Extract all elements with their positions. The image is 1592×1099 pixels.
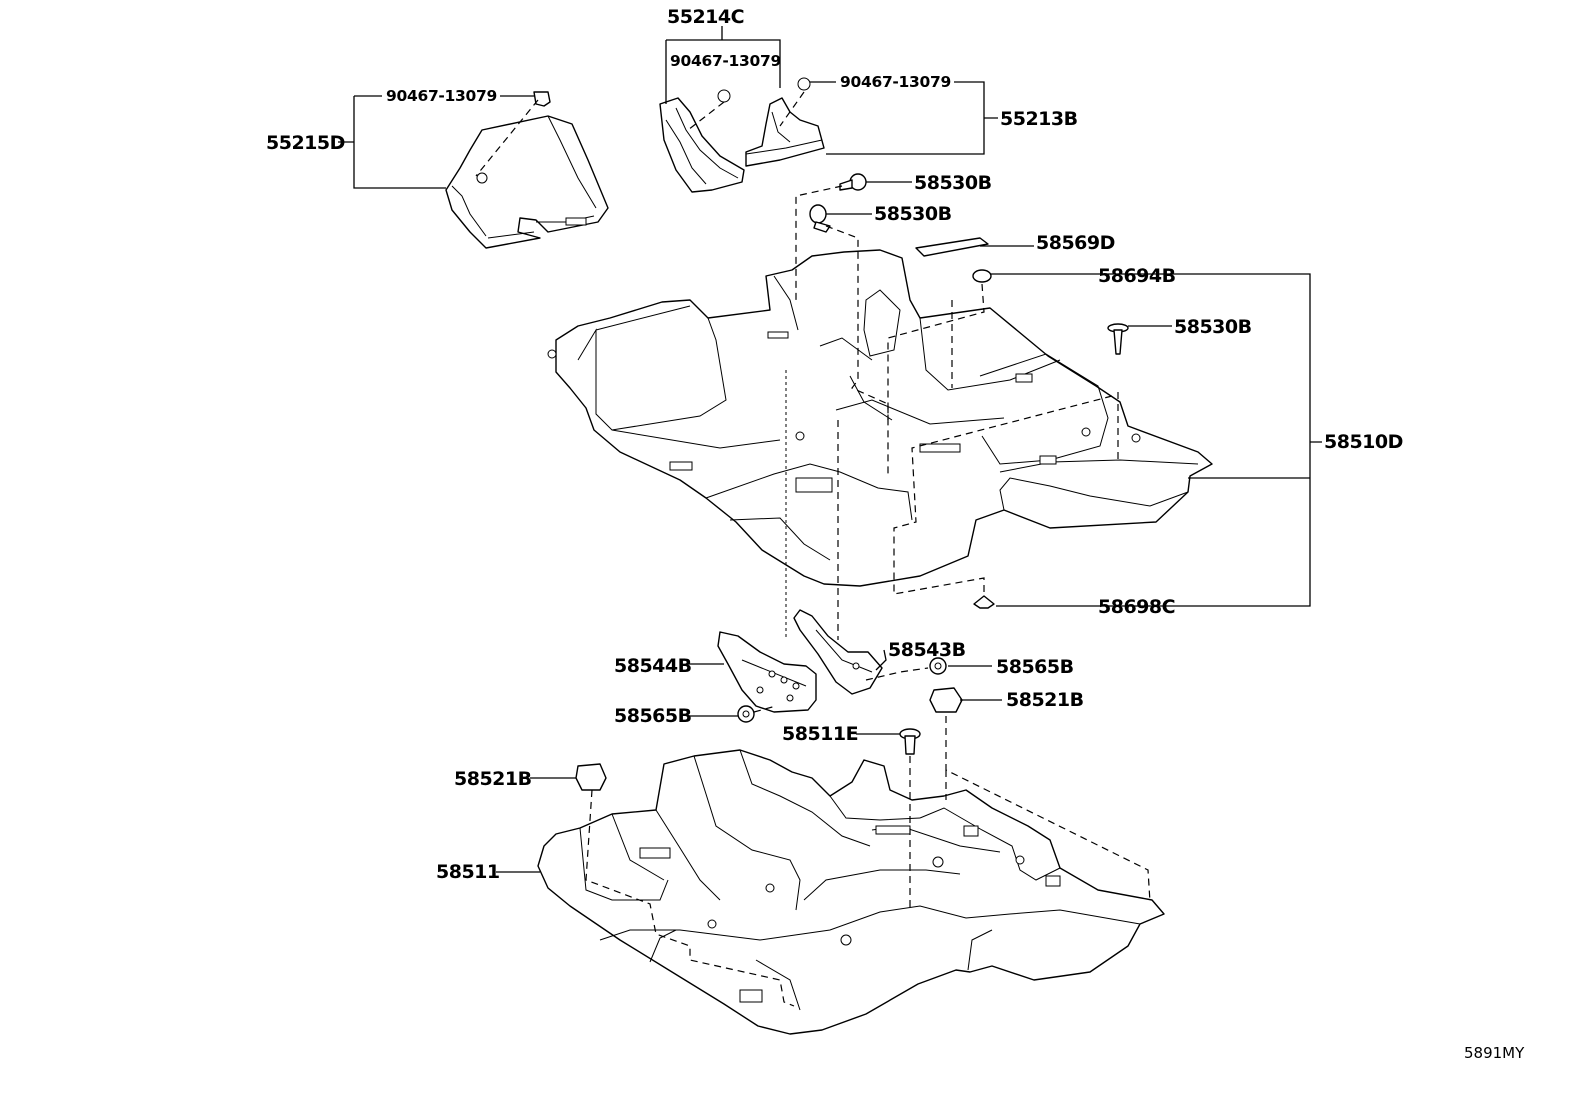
bolt-58530B-c[interactable] — [1107, 323, 1129, 355]
label-58521B-left[interactable]: 58521B — [454, 768, 532, 790]
label-90467-right[interactable]: 90467-13079 — [840, 73, 951, 91]
label-55214C[interactable]: 55214C — [667, 6, 745, 28]
label-58565B-right[interactable]: 58565B — [996, 656, 1074, 678]
part-58510D-floor-carpet[interactable] — [547, 249, 1213, 587]
label-58543B[interactable]: 58543B — [888, 639, 966, 661]
label-58510D[interactable]: 58510D — [1324, 431, 1403, 453]
clip-58694B[interactable] — [972, 269, 992, 283]
clip-90467-left[interactable] — [533, 91, 551, 107]
fastener-58521B-right[interactable] — [929, 687, 963, 713]
label-58565B-left[interactable]: 58565B — [614, 705, 692, 727]
label-58530B-b[interactable]: 58530B — [874, 203, 952, 225]
install-guides — [475, 91, 1151, 1007]
leader-lines — [338, 26, 1322, 873]
bolt-58530B-a[interactable] — [839, 173, 867, 191]
label-58511E[interactable]: 58511E — [782, 723, 859, 745]
label-58511[interactable]: 58511 — [436, 861, 500, 883]
clip-58565B-right[interactable] — [929, 657, 947, 675]
label-90467-left[interactable]: 90467-13079 — [386, 87, 497, 105]
part-58511-floor-carpet[interactable] — [537, 749, 1165, 1035]
label-58544B[interactable]: 58544B — [614, 655, 692, 677]
pin-58511E[interactable] — [899, 728, 921, 755]
label-58521B-right[interactable]: 58521B — [1006, 689, 1084, 711]
label-58694B[interactable]: 58694B — [1098, 265, 1176, 287]
label-58530B-a[interactable]: 58530B — [914, 172, 992, 194]
label-58698C[interactable]: 58698C — [1098, 596, 1176, 618]
fastener-58521B-left[interactable] — [575, 763, 607, 791]
label-58569D[interactable]: 58569D — [1036, 232, 1115, 254]
label-55215D[interactable]: 55215D — [266, 132, 345, 154]
label-55213B[interactable]: 55213B — [1000, 108, 1078, 130]
label-58530B-c[interactable]: 58530B — [1174, 316, 1252, 338]
bolt-58530B-b[interactable] — [809, 204, 831, 233]
diagram-code: 5891MY — [1464, 1044, 1525, 1062]
part-labels: 55214C 90467-13079 90467-13079 90467-130… — [266, 6, 1525, 1062]
part-58569D-strip[interactable] — [915, 237, 989, 257]
label-90467-center[interactable]: 90467-13079 — [670, 52, 781, 70]
part-55213B-trim[interactable] — [745, 77, 825, 167]
part-55215D-trim[interactable] — [445, 115, 609, 249]
part-58543B-silencer[interactable] — [793, 609, 883, 695]
clip-58698C[interactable] — [973, 595, 995, 609]
part-58544B-silencer[interactable] — [717, 631, 817, 713]
part-55214C-trim[interactable] — [659, 89, 745, 193]
clip-58565B-left[interactable] — [737, 705, 755, 723]
